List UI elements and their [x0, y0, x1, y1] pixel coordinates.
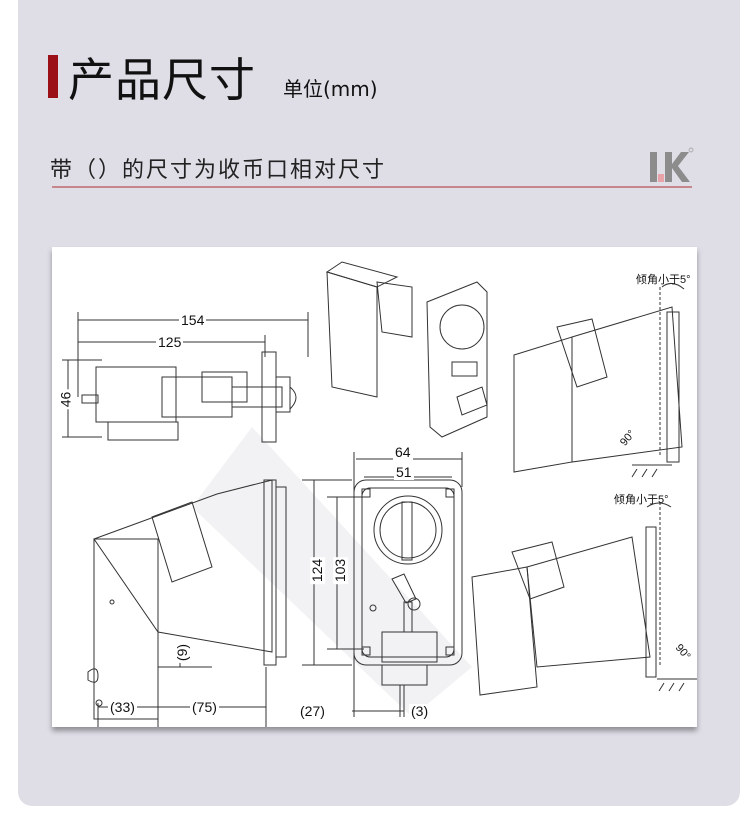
dim-faceplate-height: 124: [309, 556, 326, 585]
dim-slot-offset-front: (75): [190, 699, 219, 715]
dim-slot-offset-back: (33): [108, 699, 137, 715]
dim-faceplate-width: 64: [393, 444, 413, 460]
brand-logo: [648, 146, 694, 186]
front-view: [302, 452, 463, 717]
subtitle: 带（）的尺寸为收币口相对尺寸: [50, 158, 387, 183]
dim-height-side: 46: [57, 389, 74, 410]
dim-body-length: 125: [156, 334, 184, 350]
tilt-annotation-bottom: 倾角小于5°: [614, 494, 669, 506]
perspective-view: [325, 261, 488, 438]
dim-hole-spacing-width: 51: [394, 464, 414, 480]
tilt-annotation-top: 倾角小于5°: [636, 274, 691, 286]
dim-slot-offset-left: (27): [298, 703, 327, 719]
dim-slot-offset-vertical: (9): [174, 641, 191, 664]
dim-slot-width: (3): [409, 703, 431, 719]
dim-hole-spacing-height: 103: [332, 556, 349, 585]
tilted-view-bottom: [471, 502, 697, 696]
unit-label: 单位(mm): [283, 77, 378, 101]
divider: [52, 186, 692, 188]
side-view-top: [62, 312, 309, 443]
dim-overall-length: 154: [179, 312, 207, 328]
tilted-view-top: [513, 283, 685, 478]
page-title: 产品尺寸: [68, 53, 256, 107]
dimension-drawing: 154 125 46 64 51 124 103 (9) (33) (75) (…: [52, 247, 697, 727]
title-accent-bar: [48, 55, 58, 98]
side-view-bottom: [87, 479, 287, 727]
